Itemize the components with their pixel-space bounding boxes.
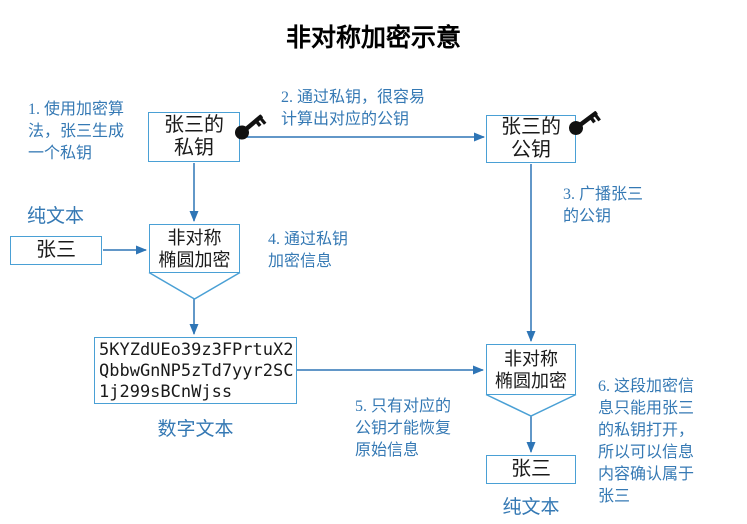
plain-text-label-right: 纯文本 — [502, 497, 560, 518]
encrypt-process-box: 非对称 椭圆加密 — [149, 224, 240, 273]
annotation-step-6: 6. 这段加密信 息只能用张三 的私钥打开， 所以可以信息 内容确认属于 张三 — [598, 378, 695, 505]
annotation-step-4: 4. 通过私钥 加密信息 — [268, 231, 349, 270]
plaintext-output-box: 张三 — [486, 455, 576, 484]
annotation-step-1: 1. 使用加密算 法，张三生成 一个私钥 — [28, 101, 125, 162]
annotation-step-2: 2. 通过私钥，很容易 计算出对应的公钥 — [281, 89, 426, 128]
annotation-step-3: 3. 广播张三 的公钥 — [563, 186, 644, 225]
page-title: 非对称加密示意 — [285, 25, 461, 52]
encrypt-funnel-shape — [148, 271, 241, 300]
digital-text-label: 数字文本 — [157, 419, 234, 440]
decrypt-process-box: 非对称 椭圆加密 — [486, 344, 576, 395]
decrypt-funnel-shape — [485, 393, 577, 417]
cipher-text-box: 5KYZdUEo39z3FPrtuX2 QbbwGnNP5zTd7yyr2SC … — [94, 337, 297, 404]
annotation-step-5: 5. 只有对应的 公钥才能恢复 原始信息 — [355, 398, 452, 459]
private-key-box: 张三的 私钥 — [148, 112, 240, 162]
plaintext-input-box: 张三 — [10, 236, 102, 265]
plain-text-label-left: 纯文本 — [27, 206, 85, 227]
public-key-box: 张三的 公钥 — [486, 115, 576, 163]
